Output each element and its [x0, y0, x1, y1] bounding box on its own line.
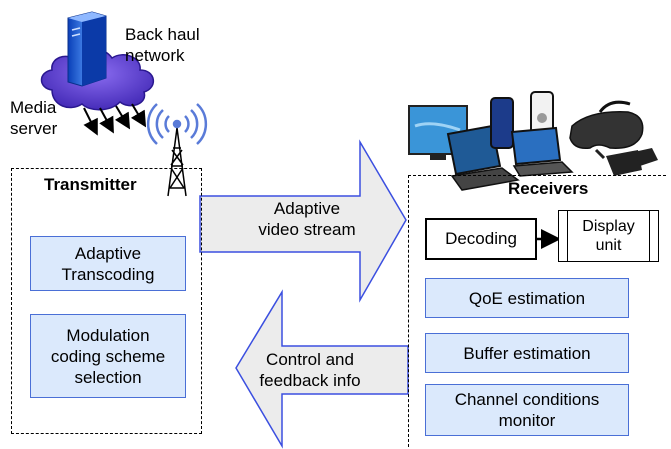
backhaul-network-label: Back haul network	[125, 24, 200, 66]
media-server-text: Media server	[10, 98, 58, 138]
forward-arrow	[199, 139, 407, 303]
server-icon	[67, 11, 107, 87]
display-unit-block: Display unit	[558, 210, 659, 262]
channel-monitor-block: Channel conditions monitor	[425, 384, 629, 436]
display-unit-label: Display unit	[582, 218, 635, 254]
download-arrows	[83, 103, 147, 136]
smartphone-icon	[490, 91, 554, 149]
signal-waves-icon	[146, 103, 208, 145]
ar-glasses-icon	[594, 148, 658, 176]
receivers-title: Receivers	[508, 179, 589, 198]
modulation-coding-block: Modulation coding scheme selection	[30, 314, 186, 398]
media-server-label: Media server	[10, 97, 57, 139]
adaptive-transcoding-block: Adaptive Transcoding	[30, 236, 186, 291]
laptop-icon	[510, 126, 574, 177]
forward-arrow-label: Adaptive video stream	[258, 199, 356, 239]
display-right-bar	[649, 211, 650, 261]
backward-arrow	[235, 289, 409, 449]
qoe-estimation-block: QoE estimation	[425, 278, 629, 318]
vr-headset-icon	[569, 100, 644, 150]
laptop-icon	[446, 124, 520, 191]
antenna-tower-icon	[167, 127, 187, 197]
backhaul-text: Back haul network	[125, 25, 200, 65]
backward-arrow-label: Control and feedback info	[259, 350, 361, 390]
transmitter-region	[11, 168, 202, 434]
decoding-block: Decoding	[425, 218, 537, 260]
transmitter-title: Transmitter	[44, 175, 137, 194]
receivers-region	[408, 175, 666, 447]
display-left-bar	[567, 211, 568, 261]
buffer-estimation-block: Buffer estimation	[425, 333, 629, 373]
